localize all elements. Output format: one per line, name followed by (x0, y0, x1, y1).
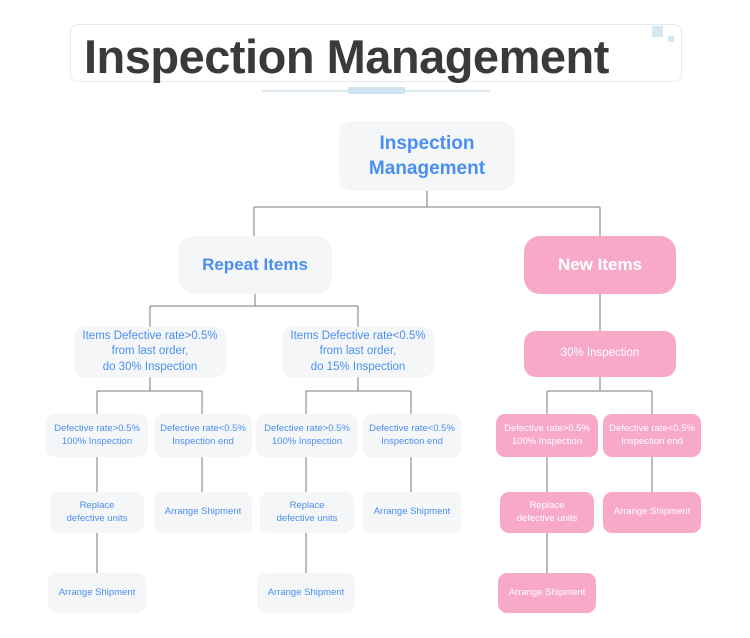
node-new-final-shipment[interactable]: Arrange Shipment (498, 573, 596, 613)
node-label: Defective rate>0.5% 100% Inspection (504, 422, 590, 447)
node-new-inspection-end[interactable]: Defective rate<0.5% Inspection end (603, 414, 701, 457)
page-title: Inspection Management (84, 30, 609, 83)
node-repeat-high-replace-units[interactable]: Replace defective units (50, 492, 144, 533)
blue-square-small-icon (668, 36, 674, 42)
node-label: Arrange Shipment (267, 586, 345, 598)
node-label: 30% Inspection (560, 347, 640, 360)
node-label: Defective rate>0.5% 100% Inspection (54, 422, 140, 447)
node-label: Defective rate<0.5% Inspection end (160, 422, 246, 447)
title-underline-accent (348, 87, 405, 94)
node-repeat-high-defect-rate[interactable]: Items Defective rate>0.5% from last orde… (74, 327, 226, 377)
blue-square-large-icon (652, 26, 663, 37)
node-repeat-high-arrange-shipment[interactable]: Arrange Shipment (154, 492, 252, 533)
node-label: Defective rate<0.5% Inspection end (609, 422, 695, 447)
node-label: Replace defective units (66, 499, 128, 524)
node-new-100-inspection[interactable]: Defective rate>0.5% 100% Inspection (496, 414, 598, 457)
node-new-items[interactable]: New Items (524, 236, 676, 294)
node-label: Arrange Shipment (613, 506, 691, 518)
node-label: Replace defective units (516, 499, 578, 524)
node-new-arrange-shipment-end[interactable]: Arrange Shipment (603, 492, 701, 533)
node-repeat-low-final-shipment[interactable]: Arrange Shipment (257, 573, 355, 613)
node-repeat-high-inspection-end[interactable]: Defective rate<0.5% Inspection end (154, 414, 252, 457)
node-repeat-low-inspection-end[interactable]: Defective rate<0.5% Inspection end (363, 414, 461, 457)
node-repeat-high-100-inspection[interactable]: Defective rate>0.5% 100% Inspection (46, 414, 148, 457)
node-label: Defective rate<0.5% Inspection end (369, 422, 455, 447)
node-label: Replace defective units (276, 499, 338, 524)
node-label: Inspection Management (368, 132, 486, 179)
node-label: Defective rate>0.5% 100% Inspection (264, 422, 350, 447)
header-frame (70, 24, 682, 82)
node-repeat-low-100-inspection[interactable]: Defective rate>0.5% 100% Inspection (256, 414, 358, 457)
node-label: Arrange Shipment (373, 506, 451, 518)
node-label: Items Defective rate<0.5% from last orde… (290, 330, 426, 373)
node-label: Arrange Shipment (508, 586, 586, 598)
node-new-replace-units[interactable]: Replace defective units (500, 492, 594, 533)
node-repeat-low-replace-units[interactable]: Replace defective units (260, 492, 354, 533)
node-repeat-low-arrange-shipment[interactable]: Arrange Shipment (363, 492, 461, 533)
node-repeat-high-final-shipment[interactable]: Arrange Shipment (48, 573, 146, 613)
node-label: Arrange Shipment (164, 506, 242, 518)
node-new-30-percent-inspection[interactable]: 30% Inspection (524, 331, 676, 377)
node-repeat-items[interactable]: Repeat Items (178, 236, 332, 294)
node-label: Items Defective rate>0.5% from last orde… (82, 330, 218, 373)
node-inspection-management[interactable]: Inspection Management (339, 121, 515, 191)
node-label: Repeat Items (202, 254, 308, 274)
node-label: Arrange Shipment (58, 586, 136, 598)
node-repeat-low-defect-rate[interactable]: Items Defective rate<0.5% from last orde… (282, 327, 434, 377)
node-label: New Items (557, 254, 643, 274)
